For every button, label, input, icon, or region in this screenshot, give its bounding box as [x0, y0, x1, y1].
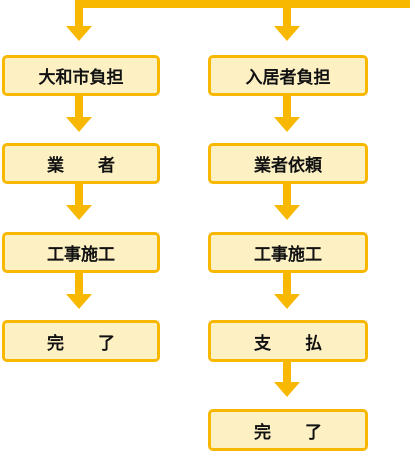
left-step-cost-city: 大和市負担 — [2, 55, 160, 96]
right-arrow-4-line — [283, 362, 291, 382]
left-arrow-3-head — [66, 294, 92, 309]
right-arrow-3-line — [283, 273, 291, 294]
right-arrow-1-head — [274, 117, 300, 132]
left-step-contractor: 業 者 — [2, 143, 160, 184]
left-arrow-1-head — [66, 117, 92, 132]
right-step-complete: 完 了 — [208, 409, 368, 451]
left-arrow-2-head — [66, 205, 92, 220]
right-step-cost-tenant: 入居者負担 — [208, 55, 368, 96]
right-arrow-3-head — [274, 294, 300, 309]
right-step-construction: 工事施工 — [208, 232, 368, 273]
right-drop-line — [283, 0, 291, 26]
left-step-complete: 完 了 — [2, 320, 160, 362]
right-drop-arrowhead — [274, 26, 300, 41]
top-connector-line — [75, 0, 410, 8]
left-arrow-2-line — [75, 184, 83, 205]
left-drop-line — [75, 0, 83, 26]
right-arrow-2-line — [283, 184, 291, 205]
left-step-construction: 工事施工 — [2, 232, 160, 273]
right-arrow-4-head — [274, 382, 300, 397]
right-arrow-2-head — [274, 205, 300, 220]
left-drop-arrowhead — [66, 26, 92, 41]
right-step-payment: 支 払 — [208, 320, 368, 362]
right-step-contractor-request: 業者依頼 — [208, 143, 368, 184]
left-arrow-1-line — [75, 96, 83, 117]
right-arrow-1-line — [283, 96, 291, 117]
left-arrow-3-line — [75, 273, 83, 294]
